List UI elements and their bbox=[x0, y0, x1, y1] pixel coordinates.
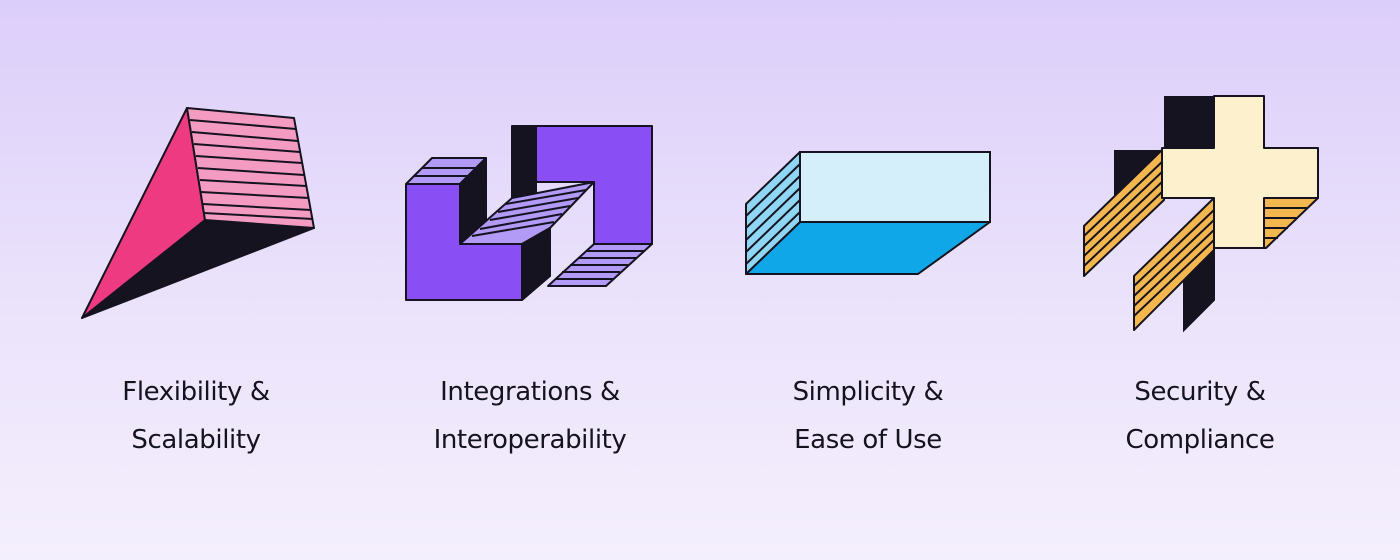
caption-line-2: Compliance bbox=[1125, 425, 1275, 455]
feature-caption: Security & Compliance bbox=[1050, 368, 1350, 464]
feature-caption: Flexibility & Scalability bbox=[46, 368, 346, 464]
striped-wedge-icon bbox=[81, 107, 315, 319]
feature-caption: Simplicity & Ease of Use bbox=[718, 368, 1018, 464]
caption-line-2: Interoperability bbox=[433, 425, 627, 455]
caption-line-1: Integrations & bbox=[440, 377, 620, 407]
flat-box-icon bbox=[745, 151, 991, 275]
feature-integrations-interoperability: Integrations & Interoperability bbox=[380, 0, 680, 560]
feature-caption: Integrations & Interoperability bbox=[380, 368, 680, 464]
feature-simplicity-ease-of-use: Simplicity & Ease of Use bbox=[718, 0, 1018, 560]
caption-line-1: Security & bbox=[1134, 377, 1266, 407]
interlocking-blocks-icon bbox=[405, 125, 653, 301]
caption-line-1: Simplicity & bbox=[792, 377, 944, 407]
caption-line-2: Ease of Use bbox=[794, 425, 942, 455]
feature-security-compliance: Security & Compliance bbox=[1050, 0, 1350, 560]
feature-flexibility-scalability: Flexibility & Scalability bbox=[46, 0, 346, 560]
caption-line-2: Scalability bbox=[131, 425, 261, 455]
plus-cross-icon bbox=[1083, 95, 1319, 333]
caption-line-1: Flexibility & bbox=[122, 377, 270, 407]
